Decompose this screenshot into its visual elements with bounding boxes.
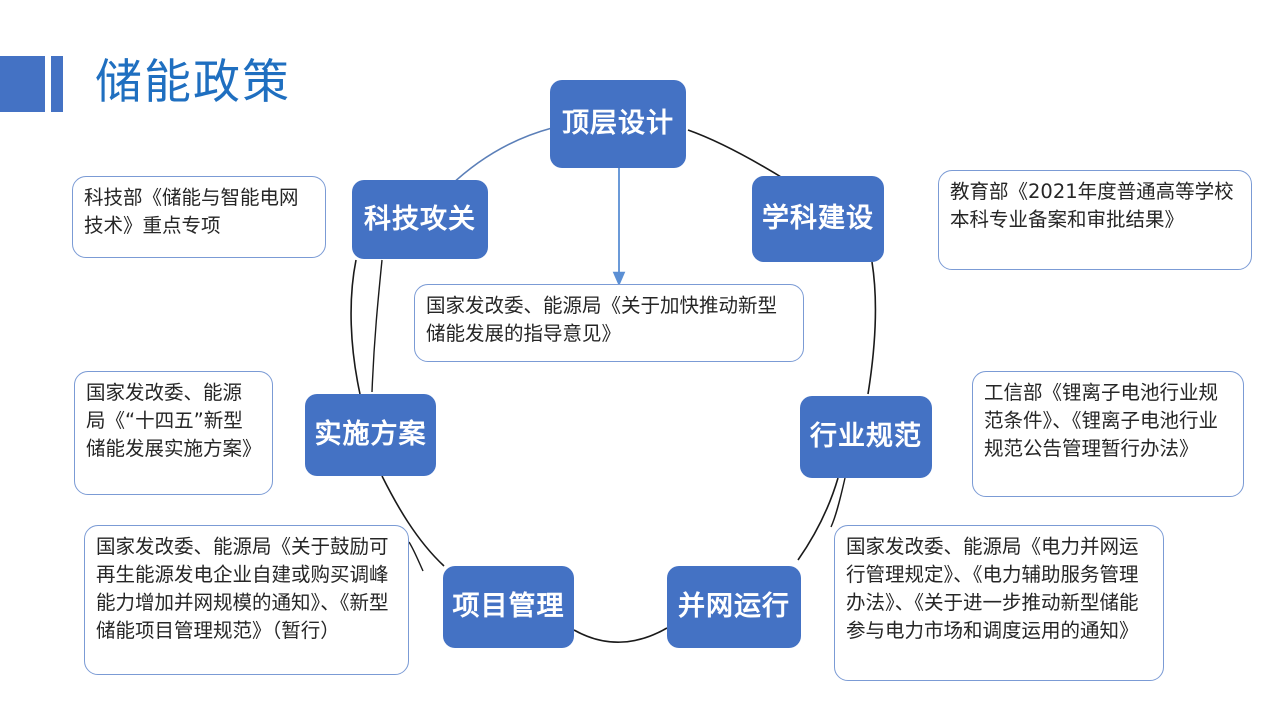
title-accent-bar-wide [0,56,45,112]
node-project-management[interactable]: 项目管理 [443,566,574,648]
callout-top-design: 国家发改委、能源局《关于加快推动新型储能发展的指导意见》 [414,284,804,362]
callout-grid-operation: 国家发改委、能源局《电力并网运行管理规定》、《电力辅助服务管理办法》、《关于进一… [834,525,1164,681]
callout-discipline: 教育部《2021年度普通高等学校本科专业备案和审批结果》 [938,170,1252,270]
node-grid-operation[interactable]: 并网运行 [667,566,801,648]
callout-industry-standard: 工信部《锂离子电池行业规范条件》、《锂离子电池行业规范公告管理暂行办法》 [972,371,1244,497]
node-industry-standard[interactable]: 行业规范 [800,396,932,478]
node-tech-research[interactable]: 科技攻关 [352,180,488,259]
callout-project-mgmt: 国家发改委、能源局《关于鼓励可再生能源发电企业自建或购买调峰能力增加并网规模的通… [84,525,409,675]
node-discipline-construction[interactable]: 学科建设 [752,176,884,262]
callout-tech-research: 科技部《储能与智能电网技术》重点专项 [72,176,326,258]
callout-implementation: 国家发改委、能源局《“十四五”新型储能发展实施方案》 [74,371,273,495]
node-implementation-plan[interactable]: 实施方案 [305,394,436,476]
node-top-design[interactable]: 顶层设计 [550,80,686,168]
page-title: 储能政策 [95,55,291,110]
title-accent-bar-narrow [51,56,63,112]
